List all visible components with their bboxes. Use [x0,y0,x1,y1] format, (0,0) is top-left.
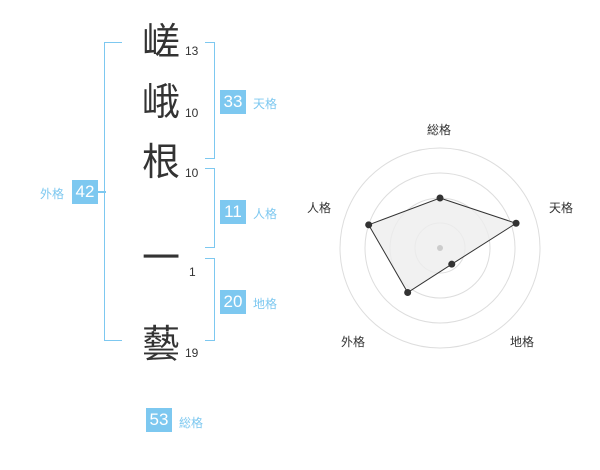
radar-point-1 [436,194,444,202]
jinkaku-badge: 11 [220,200,246,224]
name-char-2: 峨 [141,80,180,124]
gaikaku-connector [96,191,106,193]
gaikaku-badge: 42 [72,180,98,204]
tenkaku-bracket [205,42,215,159]
radar-polygon [367,197,518,294]
radar-axis-label-soukaku: 総格 [427,123,452,137]
tenkaku-badge: 33 [220,90,246,114]
chikaku-label: 地格 [253,297,278,311]
soukaku-badge: 53 [146,408,172,432]
radar-axis-label-chikaku: 地格 [510,335,535,349]
stroke-count-1: 13 [185,44,199,58]
radar-axis-label-jinkaku: 人格 [307,201,332,215]
soukaku-label: 総格 [179,416,204,430]
name-char-1: 嵯 [141,20,180,64]
radar-center-dot [437,245,443,251]
chikaku-bracket [205,258,215,341]
chikaku-badge: 20 [220,290,246,314]
radar-ring-3 [364,172,516,324]
stroke-count-3: 10 [185,166,199,180]
radar-axis-label-gaikaku: 外格 [341,335,366,349]
radar-axis-label-tenkaku: 天格 [549,201,574,215]
jinkaku-label: 人格 [253,207,278,221]
stroke-count-4: 1 [189,265,196,279]
radar-ring-4 [339,147,541,349]
tenkaku-label: 天格 [253,97,278,111]
name-char-3: 根 [141,140,180,184]
radar-point-5 [365,221,373,229]
radar-point-2 [512,219,520,227]
stroke-count-2: 10 [185,106,199,120]
name-char-4: 一 [141,236,180,280]
stroke-count-5: 19 [185,346,199,360]
radar-point-3 [448,260,456,268]
gaikaku-label: 外格 [40,187,65,201]
jinkaku-bracket [205,168,215,248]
name-char-5: 藝 [141,322,180,366]
radar-point-4 [404,288,412,296]
